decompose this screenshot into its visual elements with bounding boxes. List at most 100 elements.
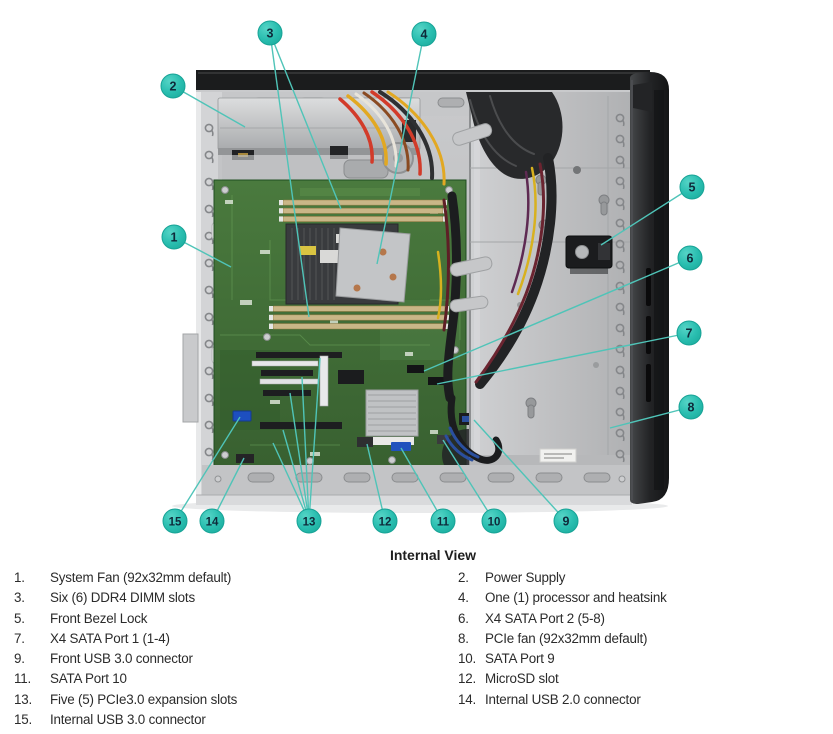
callout-14: 14 [199, 508, 225, 534]
bottom-rail [196, 465, 632, 505]
callout-number: 15 [169, 516, 182, 528]
callout-number: 9 [563, 514, 570, 528]
leader-line-13 [282, 429, 310, 522]
legend-item-number: 5. [14, 610, 25, 626]
legend-item-label: Front Bezel Lock [50, 610, 148, 626]
cables [338, 90, 563, 464]
callout-6: 6 [677, 245, 703, 271]
legend-item-label: One (1) processor and heatsink [485, 590, 667, 606]
sata-port9-connector [437, 435, 450, 444]
front-bezel-panel [630, 72, 669, 504]
internal-usb2-connector [236, 454, 254, 463]
callout-number: 4 [421, 27, 428, 41]
callout-number: 3 [267, 26, 274, 40]
leader-line-3 [269, 32, 310, 318]
leader-line-8 [609, 406, 692, 429]
bezel-vents [646, 268, 651, 402]
callout-number: 5 [689, 180, 696, 194]
callout-number: 2 [170, 79, 177, 93]
leader-line-7 [436, 332, 690, 385]
callout-number: 10 [488, 516, 501, 528]
legend-item-label: SATA Port 10 [50, 671, 127, 687]
leader-line-4 [376, 33, 425, 265]
dimm-slots-upper [279, 199, 447, 222]
chip [338, 370, 364, 384]
mobo-screws [221, 186, 459, 465]
callout-10: 10 [481, 508, 507, 534]
legend-item-label: Front USB 3.0 connector [50, 651, 193, 667]
callout-2: 2 [160, 73, 186, 99]
legend-item: 14.Internal USB 2.0 connector [458, 690, 828, 710]
microsd-slot [357, 437, 373, 447]
legend-item: 3. Six (6) DDR4 DIMM slots [14, 588, 444, 608]
legend-item-label: System Fan (92x32mm default) [50, 570, 232, 585]
legend-item: 11. SATA Port 10 [14, 669, 444, 689]
callout-7: 7 [676, 320, 702, 346]
legend-item: 1. System Fan (92x32mm default) [14, 568, 444, 588]
callout-number: 7 [686, 326, 693, 340]
callout-9: 9 [553, 508, 579, 534]
legend-item-label: Five (5) PCIe3.0 expansion slots [50, 691, 238, 707]
leader-line-12 [366, 443, 386, 522]
leader-line-13 [272, 442, 310, 522]
bezel-lock [565, 235, 613, 274]
server-chassis-illustration [172, 70, 669, 513]
legend-item-number: 3. [14, 590, 25, 606]
leader-line-10 [442, 439, 495, 522]
leader-line-15 [174, 416, 241, 522]
legend-item-label: PCIe fan (92x32mm default) [485, 630, 648, 646]
legend-item: 15.Internal USB 3.0 connector [14, 710, 444, 730]
callout-11: 11 [430, 508, 456, 534]
leader-line-13 [289, 392, 310, 522]
panel-label [539, 448, 577, 463]
legend-item-number: 11. [14, 671, 32, 687]
legend-item: 9. Front USB 3.0 connector [14, 649, 444, 669]
legend-item: 4. One (1) processor and heatsink [458, 588, 828, 608]
cpu-heatsink [285, 223, 411, 305]
legend-item-number: 7. [14, 630, 25, 646]
legend-item-number: 1. [14, 570, 25, 585]
callout-3: 3 [257, 20, 283, 46]
legend-item-number: 4. [458, 590, 469, 606]
chipset-heatsink [365, 389, 419, 445]
legend-item-number: 14. [458, 691, 477, 707]
pcie-expansion-slots [251, 352, 342, 429]
dimm-slots-lower [269, 305, 449, 330]
power-supply [217, 97, 421, 179]
leader-line-9 [473, 419, 567, 522]
callout-4: 4 [411, 21, 437, 47]
callout-12: 12 [372, 508, 398, 534]
callout-number: 11 [437, 516, 450, 528]
legend-item-label: X4 SATA Port 2 (5-8) [485, 610, 605, 626]
legend-item-label: X4 SATA Port 1 (1-4) [50, 630, 170, 646]
callout-1: 1 [161, 224, 187, 250]
legend-item: 12. MicroSD slot [458, 669, 828, 689]
legend-item-number: 8. [458, 630, 469, 646]
legend-item-number: 12. [458, 671, 477, 687]
internal-usb3-connector [232, 410, 252, 422]
diagram-caption: Internal View [389, 547, 477, 563]
leader-line-2 [172, 85, 246, 128]
sata-port10-connector [391, 442, 411, 451]
legend-item-label: MicroSD slot [485, 671, 559, 687]
legend-item-number: 6. [458, 610, 469, 626]
leader-line-13 [308, 357, 321, 522]
legend-item-number: 9. [14, 651, 25, 667]
legend-item-number: 2. [458, 570, 469, 585]
legend-item: 6. X4 SATA Port 2 (5-8) [458, 609, 828, 629]
legend-item-label: Six (6) DDR4 DIMM slots [50, 590, 195, 606]
legend-left-column: 1. System Fan (92x32mm default) 3. Six (6) … [14, 568, 444, 730]
callout-number: 6 [687, 251, 694, 265]
legend-item: 10.SATA Port 9 [458, 649, 828, 669]
callout-8: 8 [678, 394, 704, 420]
legend-item-label: Power Supply [485, 570, 566, 585]
legend-item: 13.Five (5) PCIe3.0 expansion slots [14, 690, 444, 710]
leader-line-3 [269, 32, 342, 210]
legend-item: 7. X4 SATA Port 1 (1-4) [14, 629, 444, 649]
leader-line-11 [400, 447, 444, 522]
legend-item: 8. PCIe fan (92x32mm default) [458, 629, 828, 649]
leader-line-6 [423, 257, 691, 372]
legend-item-number: 10. [458, 651, 477, 667]
